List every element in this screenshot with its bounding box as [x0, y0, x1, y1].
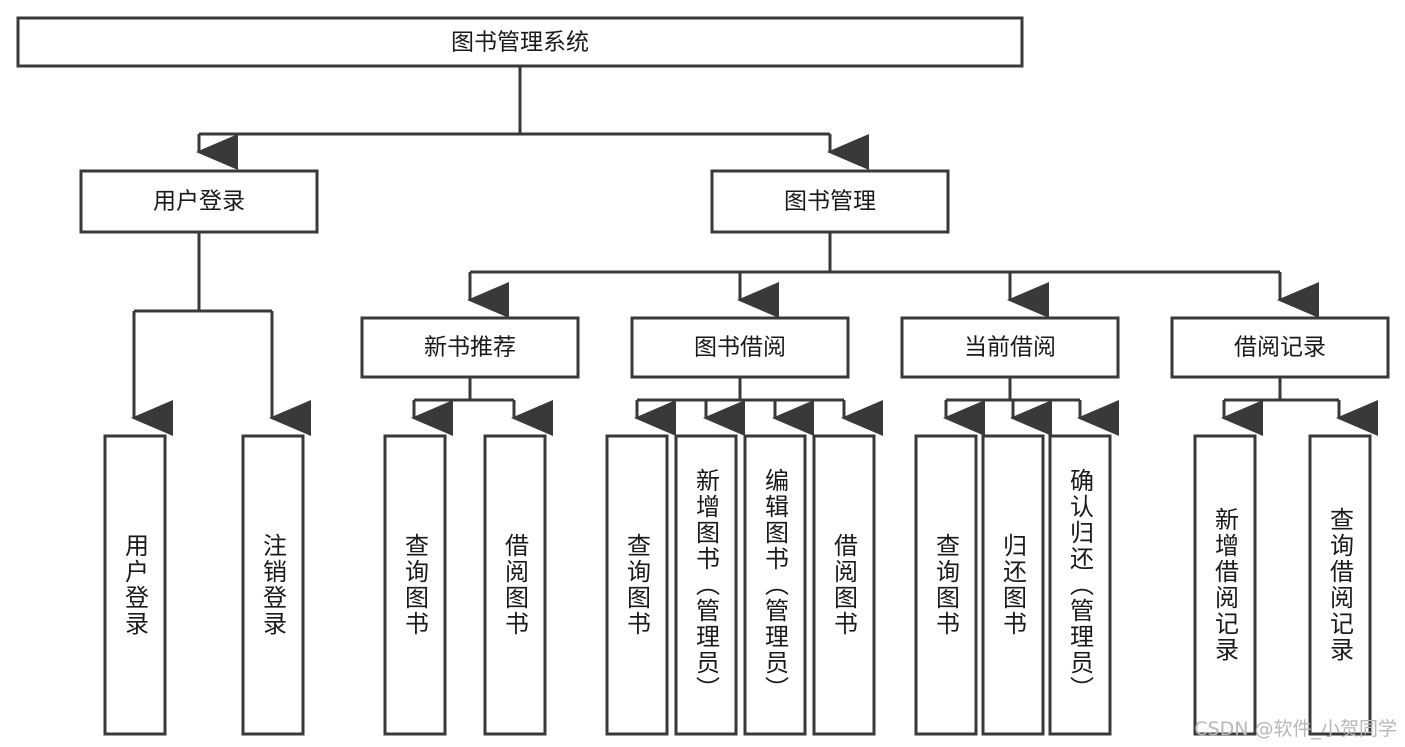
node-current-borrow-label: 当前借阅 — [964, 335, 1056, 361]
node-current-borrow-box[interactable] — [900, 316, 1120, 379]
node-borrow-record[interactable]: 借阅记录 — [1170, 316, 1390, 379]
leaf-book-borrow-1-label: 查询图书 — [622, 533, 651, 637]
leaf-borrow-record-2[interactable]: 查询借阅记录 — [1308, 434, 1372, 736]
leaf-current-borrow-2-label: 归还图书 — [998, 533, 1027, 637]
leaf-book-borrow-2[interactable]: 新增图书（管理员） — [674, 434, 738, 736]
leaf-current-borrow-3-box[interactable] — [1048, 434, 1112, 736]
node-user-login-label: 用户登录 — [153, 189, 245, 215]
leaf-user-login-1[interactable]: 用户登录 — [103, 434, 167, 736]
leaf-book-borrow-2-label: 新增图书（管理员） — [691, 468, 720, 702]
leaf-current-borrow-3[interactable]: 确认归还（管理员） — [1048, 434, 1112, 736]
leaf-borrow-record-1-box[interactable] — [1193, 434, 1257, 736]
leaf-book-borrow-1[interactable]: 查询图书 — [605, 434, 669, 736]
leaf-book-borrow-4[interactable]: 借阅图书 — [812, 434, 876, 736]
leaf-new-book-2-label: 借阅图书 — [500, 533, 529, 637]
leaf-new-book-2[interactable]: 借阅图书 — [483, 434, 547, 736]
node-book-manage-label: 图书管理 — [784, 189, 876, 215]
node-user-login[interactable]: 用户登录 — [79, 169, 319, 234]
leaf-current-borrow-2[interactable]: 归还图书 — [981, 434, 1045, 736]
leaf-user-login-2-box[interactable] — [241, 434, 305, 736]
node-book-borrow-box[interactable] — [630, 316, 850, 379]
leaf-book-borrow-1-box[interactable] — [605, 434, 669, 736]
leaf-current-borrow-1-box[interactable] — [914, 434, 978, 736]
leaf-book-borrow-3[interactable]: 编辑图书（管理员） — [743, 434, 807, 736]
node-user-login-box[interactable] — [79, 169, 319, 234]
leaf-user-login-2-label: 注销登录 — [258, 533, 287, 637]
leaf-book-borrow-2-box[interactable] — [674, 434, 738, 736]
leaf-borrow-record-1-label: 新增借阅记录 — [1210, 507, 1239, 663]
node-book-borrow-label: 图书借阅 — [694, 335, 786, 361]
leaf-book-borrow-3-box[interactable] — [743, 434, 807, 736]
node-new-book-recommend-label: 新书推荐 — [424, 335, 516, 361]
node-root-label: 图书管理系统 — [451, 30, 589, 56]
leaf-current-borrow-3-label: 确认归还（管理员） — [1065, 468, 1094, 702]
node-new-book-recommend[interactable]: 新书推荐 — [360, 316, 580, 379]
leaf-book-borrow-3-label: 编辑图书（管理员） — [760, 468, 789, 702]
leaf-user-login-2[interactable]: 注销登录 — [241, 434, 305, 736]
leaf-book-borrow-4-label: 借阅图书 — [829, 533, 858, 637]
node-book-manage-box[interactable] — [710, 169, 950, 234]
node-root[interactable]: 图书管理系统 — [16, 16, 1024, 68]
leaf-borrow-record-1[interactable]: 新增借阅记录 — [1193, 434, 1257, 736]
node-new-book-recommend-box[interactable] — [360, 316, 580, 379]
node-root-box[interactable] — [16, 16, 1024, 68]
node-borrow-record-box[interactable] — [1170, 316, 1390, 379]
leaf-borrow-record-2-label: 查询借阅记录 — [1325, 507, 1354, 663]
node-book-borrow[interactable]: 图书借阅 — [630, 316, 850, 379]
leaf-current-borrow-2-box[interactable] — [981, 434, 1045, 736]
leaf-current-borrow-1-label: 查询图书 — [931, 533, 960, 637]
leaf-user-login-1-box[interactable] — [103, 434, 167, 736]
node-borrow-record-label: 借阅记录 — [1234, 335, 1326, 361]
leaf-book-borrow-4-box[interactable] — [812, 434, 876, 736]
leaf-new-book-1-label: 查询图书 — [400, 533, 429, 637]
leaf-current-borrow-1[interactable]: 查询图书 — [914, 434, 978, 736]
leaf-new-book-1-box[interactable] — [383, 434, 447, 736]
leaf-borrow-record-2-box[interactable] — [1308, 434, 1372, 736]
node-current-borrow[interactable]: 当前借阅 — [900, 316, 1120, 379]
node-book-manage[interactable]: 图书管理 — [710, 169, 950, 234]
leaf-user-login-1-label: 用户登录 — [120, 533, 149, 637]
leaf-new-book-1[interactable]: 查询图书 — [383, 434, 447, 736]
leaf-new-book-2-box[interactable] — [483, 434, 547, 736]
